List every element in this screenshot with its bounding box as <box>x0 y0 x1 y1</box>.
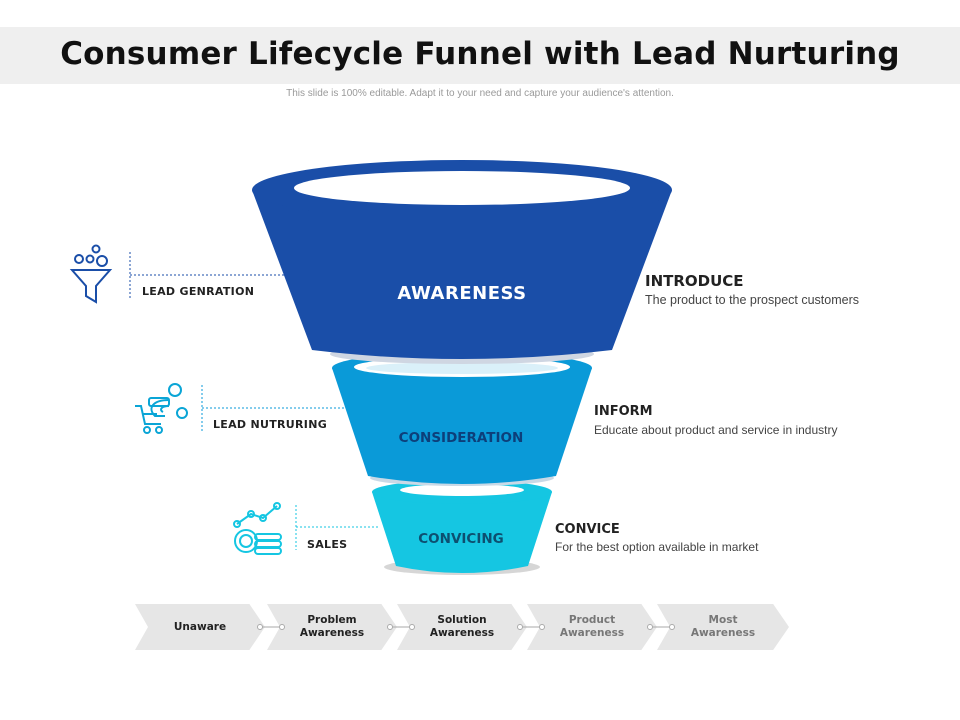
right-title-inform: INFORM <box>594 404 653 419</box>
right-desc-introduce: The product to the prospect customers <box>645 293 859 307</box>
step-solution-line2: Awareness <box>429 627 495 639</box>
step-most-line2: Awareness <box>690 627 756 639</box>
right-desc-inform: Educate about product and service in ind… <box>594 423 838 437</box>
page-title: Consumer Lifecycle Funnel with Lead Nurt… <box>60 36 900 72</box>
step-problem-awareness: Problem Awareness <box>267 604 397 650</box>
right-desc-convice: For the best option available in market <box>555 540 759 554</box>
consideration-inner <box>366 362 558 374</box>
awareness-opening <box>294 171 630 205</box>
page-subtitle: This slide is 100% editable. Adapt it to… <box>286 88 674 99</box>
step-most-line1: Most <box>708 614 738 626</box>
right-title-convice: CONVICE <box>555 522 620 537</box>
right-title-introduce: INTRODUCE <box>645 272 744 290</box>
title-bar <box>0 27 960 84</box>
step-product-line2: Awareness <box>559 627 625 639</box>
step-solution-awareness: Solution Awareness <box>397 604 527 650</box>
stage-label-convicing: CONVICING <box>418 531 504 547</box>
consideration-stage <box>332 368 592 484</box>
step-unaware: Unaware <box>135 604 265 650</box>
stage-label-awareness: AWARENESS <box>397 283 527 304</box>
step-unaware-label: Unaware <box>173 620 227 633</box>
left-label-lead-nurturing: LEAD NUTRURING <box>213 418 328 431</box>
step-problem-line2: Awareness <box>299 627 365 639</box>
awareness-stage <box>252 190 672 359</box>
left-label-lead-generation: LEAD GENRATION <box>142 285 255 298</box>
step-product-awareness: Product Awareness <box>527 604 657 650</box>
magnet-cart-icon <box>135 383 188 434</box>
stage-label-consideration: CONSIDERATION <box>398 430 524 446</box>
coins-growth-icon <box>233 502 282 555</box>
step-product-line1: Product <box>568 614 616 626</box>
step-solution-line1: Solution <box>437 614 487 626</box>
convicing-stage <box>372 492 552 573</box>
step-most-awareness: Most Awareness <box>657 604 789 650</box>
awareness-steps: Unaware Problem Awareness Solution Aware… <box>135 604 795 650</box>
funnel-bubbles-icon <box>69 244 113 304</box>
left-label-sales: SALES <box>307 538 348 551</box>
step-problem-line1: Problem <box>307 614 357 626</box>
convicing-opening <box>400 484 524 496</box>
